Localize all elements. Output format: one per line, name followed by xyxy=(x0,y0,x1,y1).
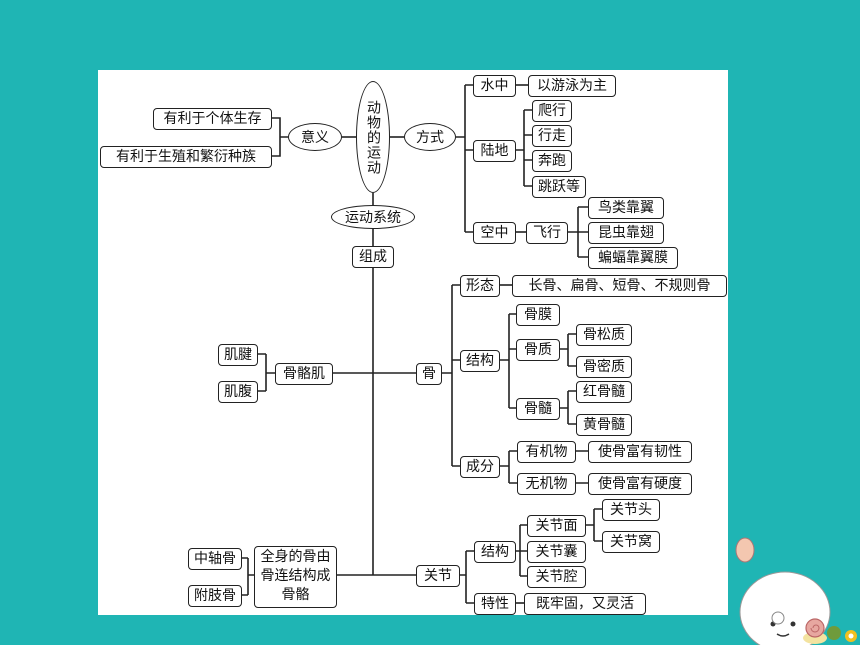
joint-feature-desc: 既牢固，又灵活 xyxy=(524,593,646,615)
bone-structure-node: 结构 xyxy=(460,350,500,372)
joint-socket: 关节窝 xyxy=(602,531,660,553)
bone-composition-node: 成分 xyxy=(460,456,500,478)
land-item-run: 奔跑 xyxy=(532,150,572,172)
joint-cavity: 关节腔 xyxy=(527,566,586,588)
bone-substance-node: 骨质 xyxy=(516,339,560,361)
meaning-item-reproduction: 有利于生殖和繁衍种族 xyxy=(100,146,272,168)
appendicular-skeleton: 附肢骨 xyxy=(188,585,242,607)
red-marrow: 红骨髓 xyxy=(576,381,632,403)
muscle-part-tendon: 肌腱 xyxy=(218,344,258,366)
fly-item-insects: 昆虫靠翅 xyxy=(588,222,664,244)
fly-item-bats: 蝙蝠靠翼膜 xyxy=(588,247,678,269)
joint-surface-node: 关节面 xyxy=(527,515,586,537)
organic-matter-node: 有机物 xyxy=(517,441,576,463)
land-item-jump: 跳跃等 xyxy=(532,176,586,198)
fly-item-birds: 鸟类靠翼 xyxy=(588,197,664,219)
organic-matter-desc: 使骨富有韧性 xyxy=(588,441,692,463)
joint-node: 关节 xyxy=(416,565,460,587)
land-node: 陆地 xyxy=(473,140,516,162)
bone-node: 骨 xyxy=(416,363,442,385)
water-node: 水中 xyxy=(473,75,516,97)
joint-feature-node: 特性 xyxy=(474,593,516,615)
bone-shape-node: 形态 xyxy=(460,275,500,297)
muscle-part-belly: 肌腹 xyxy=(218,381,258,403)
skeleton-desc: 全身的骨由骨连结构成骨骼 xyxy=(254,546,337,608)
air-node: 空中 xyxy=(473,222,516,244)
meaning-node: 意义 xyxy=(288,123,342,151)
inorganic-matter-desc: 使骨富有硬度 xyxy=(588,473,692,495)
land-item-walk: 行走 xyxy=(532,125,572,147)
ways-node: 方式 xyxy=(404,123,456,151)
cartoon-decoration xyxy=(735,537,857,645)
spongy-bone: 骨松质 xyxy=(576,324,632,346)
meaning-item-survival: 有利于个体生存 xyxy=(153,108,272,130)
joint-structure-node: 结构 xyxy=(474,541,516,563)
joint-capsule: 关节囊 xyxy=(527,541,586,563)
compose-node: 组成 xyxy=(352,246,394,268)
motor-system-node: 运动系统 xyxy=(331,205,415,229)
axial-skeleton: 中轴骨 xyxy=(188,548,242,570)
fly-node: 飞行 xyxy=(526,222,568,244)
bone-shape-desc: 长骨、扁骨、短骨、不规则骨 xyxy=(512,275,727,297)
compact-bone: 骨密质 xyxy=(576,356,632,378)
bone-marrow-node: 骨髓 xyxy=(516,398,560,420)
skeletal-muscle-node: 骨骼肌 xyxy=(275,363,333,385)
land-item-crawl: 爬行 xyxy=(532,100,572,122)
water-desc: 以游泳为主 xyxy=(528,75,616,97)
center-node-animal-movement: 动物的运动 xyxy=(356,81,390,193)
joint-head: 关节头 xyxy=(602,499,660,521)
yellow-marrow: 黄骨髓 xyxy=(576,414,632,436)
periosteum-node: 骨膜 xyxy=(516,304,560,326)
inorganic-matter-node: 无机物 xyxy=(517,473,576,495)
